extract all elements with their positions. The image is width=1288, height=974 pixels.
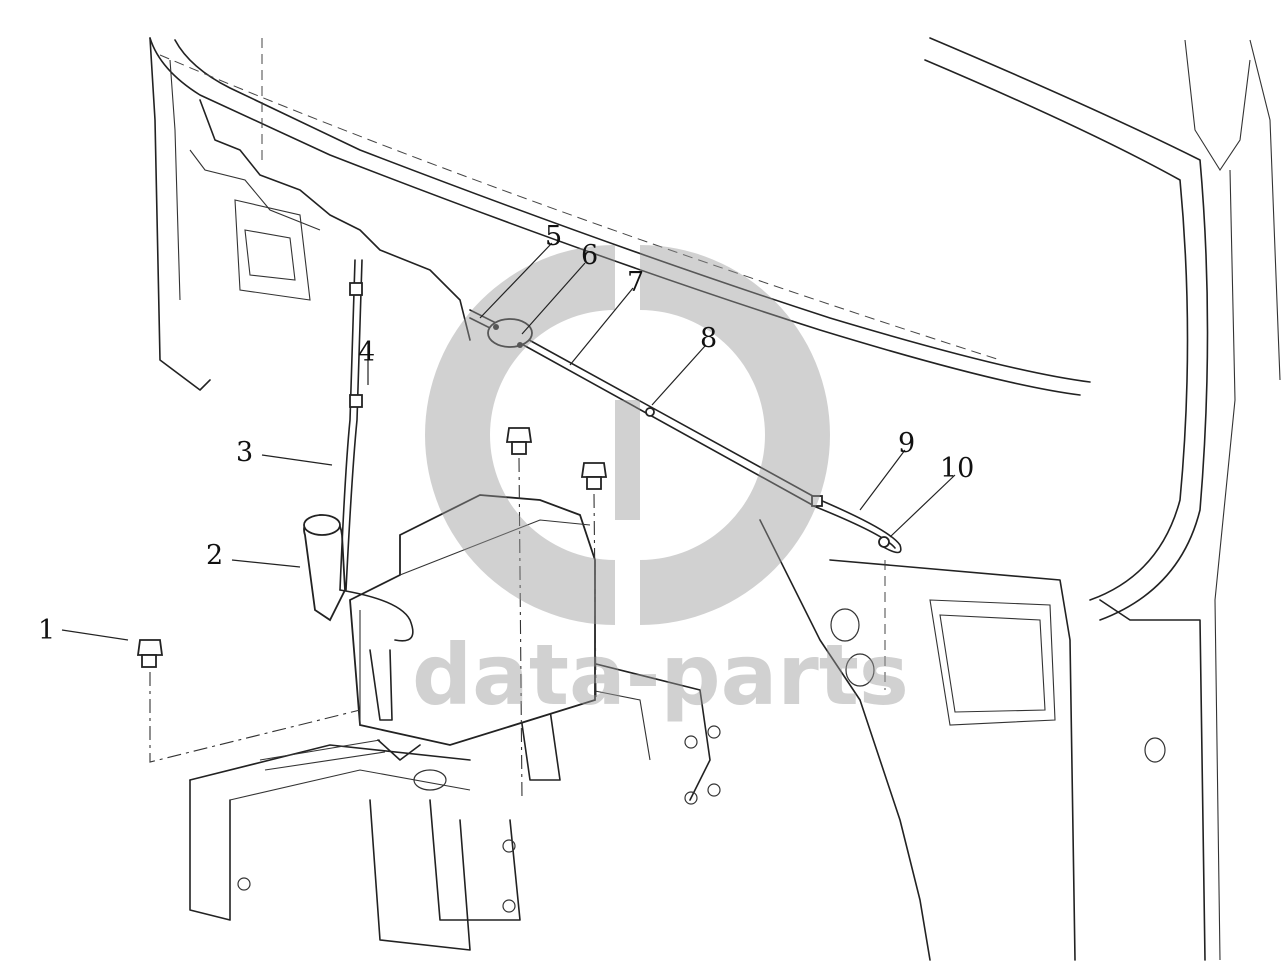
callout-2: 2 <box>206 540 223 571</box>
callout-3: 3 <box>236 437 253 468</box>
callout-8: 8 <box>700 323 717 354</box>
washer-tube-upper <box>469 309 902 554</box>
watermark-logo <box>425 245 830 625</box>
callout-10: 10 <box>940 453 974 484</box>
callout-5: 5 <box>545 221 562 252</box>
callout-leaders <box>61 242 956 641</box>
callout-6: 6 <box>581 240 598 271</box>
callout-9: 9 <box>898 428 915 459</box>
lower-frame-bracket <box>189 639 721 951</box>
mounting-bolt-upper-b <box>580 462 608 701</box>
callout-7: 7 <box>627 267 644 298</box>
washer-hose <box>339 259 414 642</box>
watermark-text: data-parts <box>412 626 909 724</box>
callout-1: 1 <box>38 615 55 646</box>
mounting-bolt-upper-a <box>505 427 533 801</box>
callout-4: 4 <box>358 337 375 368</box>
mounting-bolt-1 <box>136 639 361 763</box>
cab-front-panel <box>149 37 1281 961</box>
